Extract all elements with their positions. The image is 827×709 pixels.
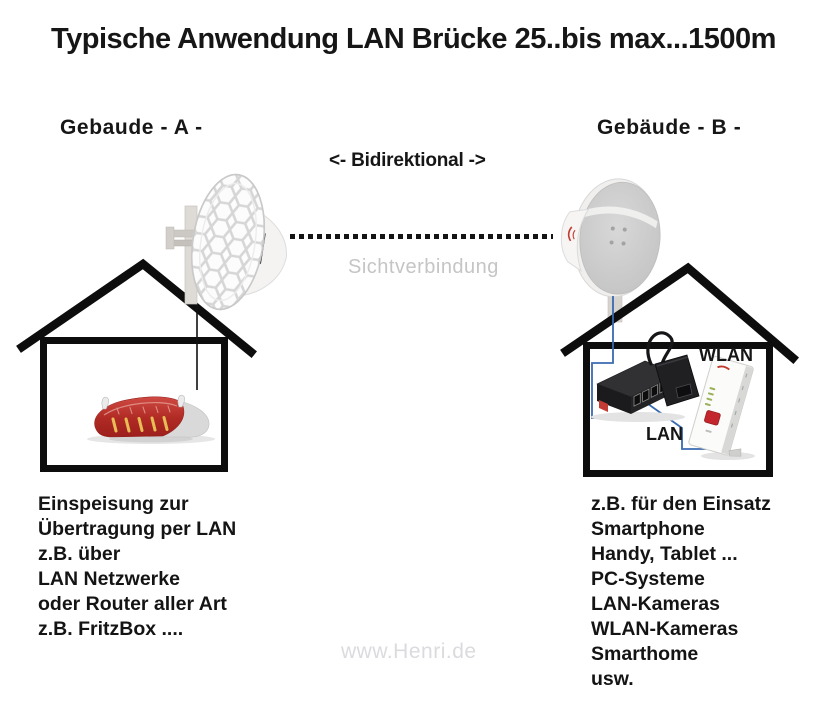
sight-connection-label: Sichtverbindung xyxy=(348,256,499,278)
building-b-label: Gebäude - B - xyxy=(597,116,742,139)
repeater-foot xyxy=(728,448,742,457)
dish-b-feed-arm xyxy=(560,208,590,273)
house-a-outline xyxy=(16,258,257,472)
note-line: usw. xyxy=(591,668,634,690)
note-line: Smarthome xyxy=(591,643,699,665)
solid-dish-antenna xyxy=(560,178,661,298)
repeater-brand-mark xyxy=(717,365,730,371)
house-a-walls xyxy=(40,337,228,472)
note-line: Smartphone xyxy=(591,518,705,540)
page-title: Typische Anwendung LAN Brücke 25..bis ma… xyxy=(51,23,776,55)
wlan-label: WLAN xyxy=(699,345,753,365)
note-line: Übertragung per LAN xyxy=(38,518,237,540)
note-line: z.B. für den Einsatz xyxy=(591,493,771,515)
fritzbox-router xyxy=(87,394,215,444)
switch-red-label xyxy=(599,400,608,412)
note-line: WLAN-Kameras xyxy=(591,618,739,640)
note-line: LAN-Kameras xyxy=(591,593,720,615)
wlan-repeater xyxy=(688,355,755,460)
repeater-wps-button xyxy=(704,410,721,426)
note-line: z.B. FritzBox .... xyxy=(38,618,184,640)
house-a-roof xyxy=(16,258,257,358)
note-line: LAN Netzwerke xyxy=(38,568,180,590)
note-line: Handy, Tablet ... xyxy=(591,543,738,565)
power-cable xyxy=(646,331,674,366)
house-b-outline xyxy=(560,262,799,477)
note-line: Einspeisung zur xyxy=(38,493,189,515)
adapter-socket xyxy=(675,383,693,399)
house-b-walls xyxy=(583,342,773,477)
line-of-sight-dotted-line xyxy=(290,234,553,239)
note-line: PC-Systeme xyxy=(591,568,705,590)
house-b-roof xyxy=(560,262,799,364)
note-line: oder Router aller Art xyxy=(38,593,227,615)
dish-b-logo-mark xyxy=(567,226,573,242)
note-line: z.B. über xyxy=(38,543,121,565)
repeater-leds xyxy=(704,387,716,407)
watermark: www.Henri.de xyxy=(341,640,477,663)
building-a-label: Gebaude - A - xyxy=(60,116,203,139)
lan-label: LAN xyxy=(646,424,683,444)
bidirectional-label: <- Bidirektional -> xyxy=(329,150,486,171)
fritzbox-leds xyxy=(111,405,171,433)
mesh-dish-antenna xyxy=(191,173,287,311)
power-adapter xyxy=(646,331,700,407)
